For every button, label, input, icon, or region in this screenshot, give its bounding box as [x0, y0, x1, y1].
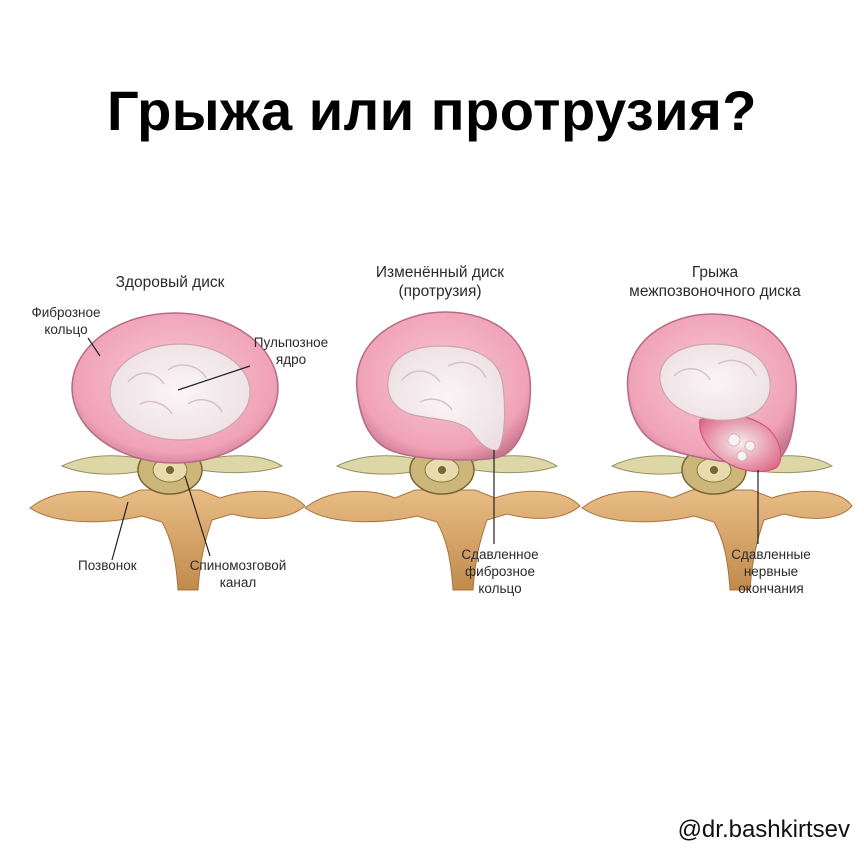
nucleus-label-line1: Пульпозное — [253, 335, 329, 350]
compressed-annulus-line1: Сдавленное — [461, 547, 539, 562]
protrusion-heading: Изменённый диск (протрузия) — [340, 263, 540, 301]
protrusion-heading-line1: Изменённый диск — [375, 264, 505, 281]
compressed-nerves-label: Сдавленные нервные окончания — [716, 546, 826, 597]
vertebra-label: Позвонок — [78, 558, 137, 573]
canal-label-line1: Спиномозговой — [189, 558, 287, 573]
compressed-annulus-line2: фиброзное — [465, 564, 535, 579]
compressed-annulus-line3: кольцо — [478, 581, 522, 596]
compressed-nerves-line1: Сдавленные — [731, 547, 811, 562]
protrusion-disc-illustration — [304, 311, 581, 591]
compressed-nerves-line2: нервные — [743, 564, 799, 579]
compressed-annulus-label: Сдавленное фиброзное кольцо — [450, 546, 550, 597]
canal-label-line2: канал — [219, 575, 257, 590]
herniation-heading: Грыжа межпозвоночного диска — [600, 263, 830, 301]
leader-lines — [87, 337, 759, 561]
nucleus-label-line2: ядро — [275, 352, 307, 367]
nucleus-label: Пульпозное ядро — [236, 334, 346, 368]
herniation-heading-line2: межпозвоночного диска — [629, 283, 801, 300]
page-title: Грыжа или протрузия? — [106, 79, 757, 142]
healthy-disc-heading: Здоровый диск — [115, 274, 225, 291]
annulus-label-line1: Фиброзное — [31, 305, 101, 320]
herniation-heading-line1: Грыжа — [691, 264, 739, 281]
compressed-nerves-line3: окончания — [738, 581, 804, 596]
author-handle: @dr.bashkirtsev — [677, 816, 850, 843]
annulus-label-line2: кольцо — [44, 322, 88, 337]
healthy-disc-illustration — [29, 312, 306, 591]
protrusion-heading-line2: (протрузия) — [398, 283, 482, 300]
herniation-disc-illustration — [581, 313, 853, 591]
annulus-label: Фиброзное кольцо — [16, 304, 116, 338]
canal-label: Спиномозговой канал — [176, 557, 300, 591]
